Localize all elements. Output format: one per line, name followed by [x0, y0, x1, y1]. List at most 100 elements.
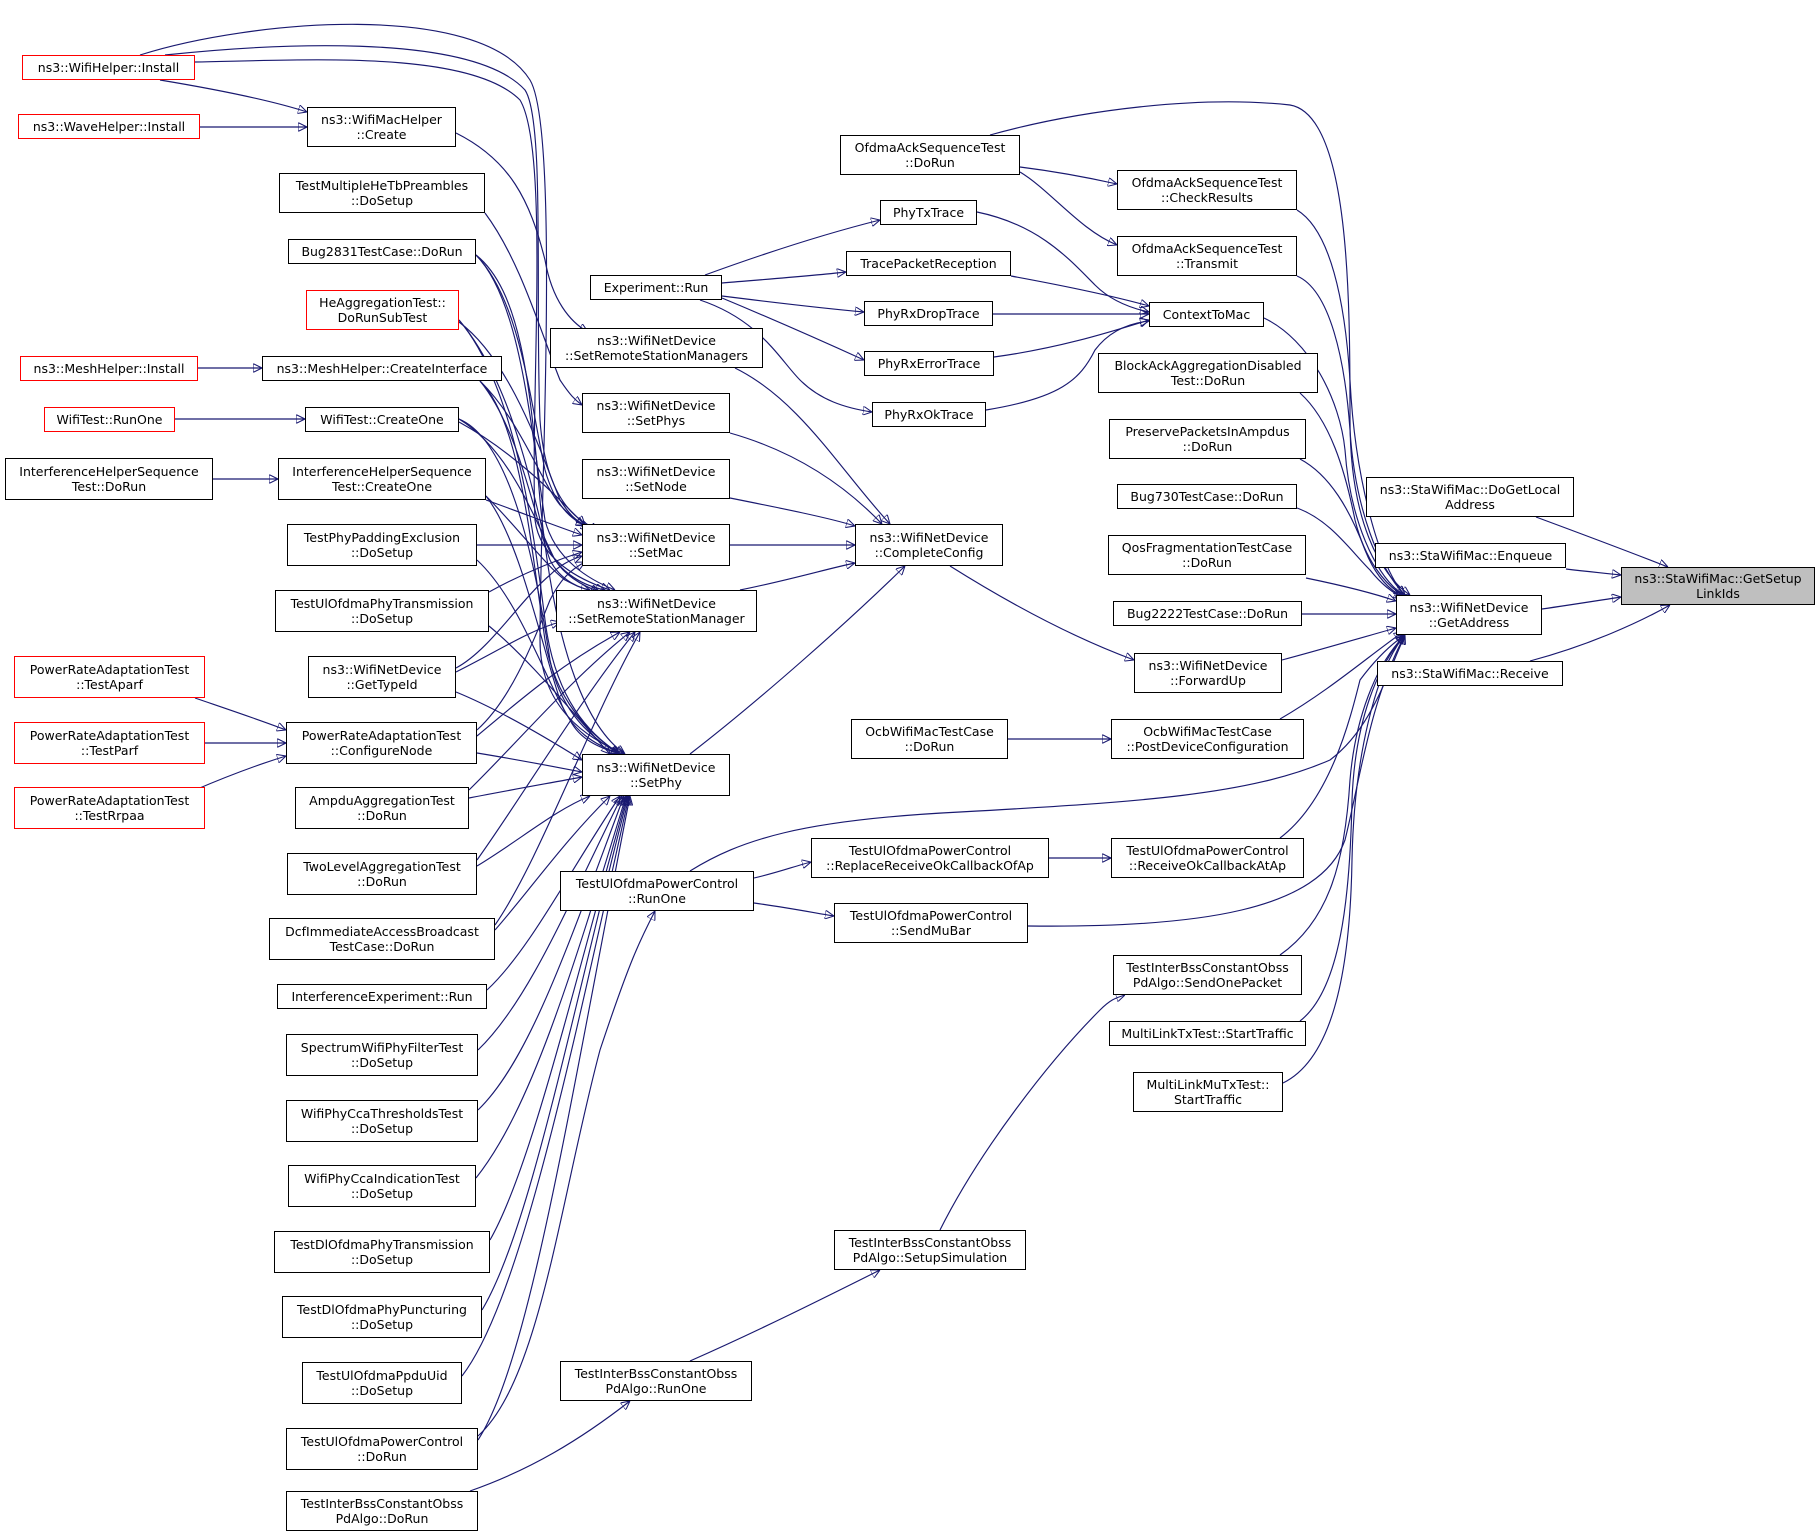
node-label: ns3::StaWifiMac::Enqueue [1388, 548, 1553, 563]
node-ofdmadorun[interactable]: OfdmaAckSequenceTest::DoRun [840, 135, 1020, 175]
node-label: TestDlOfdmaPhyTransmission::DoSetup [290, 1237, 474, 1267]
node-ccathresholds[interactable]: WifiPhyCcaThresholdsTest::DoSetup [286, 1100, 478, 1142]
node-phyrxdrop[interactable]: PhyRxDropTrace [864, 301, 993, 326]
node-wifimachelper[interactable]: ns3::WifiMacHelper::Create [307, 107, 456, 147]
node-ulofdmaphytx[interactable]: TestUlOfdmaPhyTransmission::DoSetup [275, 590, 489, 632]
node-label: OfdmaAckSequenceTest::CheckResults [1131, 175, 1283, 205]
node-label: ns3::WifiNetDevice::CompleteConfig [869, 530, 989, 560]
node-multilinkmu[interactable]: MultiLinkMuTxTest::StartTraffic [1133, 1072, 1283, 1112]
node-ofdmacheck[interactable]: OfdmaAckSequenceTest::CheckResults [1117, 170, 1297, 210]
node-completeconfig[interactable]: ns3::WifiNetDevice::CompleteConfig [855, 524, 1003, 566]
node-label: ns3::WifiNetDevice::SetRemoteStationMana… [568, 596, 745, 626]
node-label: Bug730TestCase::DoRun [1130, 489, 1284, 504]
node-gettypeid[interactable]: ns3::WifiNetDevice::GetTypeId [308, 656, 456, 698]
node-setphys[interactable]: ns3::WifiNetDevice::SetPhys [582, 393, 730, 433]
node-label: PhyRxDropTrace [877, 306, 980, 321]
node-wavehelperinstall[interactable]: ns3::WaveHelper::Install [18, 114, 200, 139]
edge-ofdmadorun-ofdmacheck [1019, 166, 1117, 184]
node-wifitestrunone[interactable]: WifiTest::RunOne [44, 407, 175, 432]
node-multiplehetb[interactable]: TestMultipleHeTbPreambles::DoSetup [279, 173, 485, 213]
node-multilinktx[interactable]: MultiLinkTxTest::StartTraffic [1109, 1021, 1306, 1046]
node-ulpowerrunone[interactable]: TestUlOfdmaPowerControl::RunOne [560, 871, 754, 911]
node-forwardup[interactable]: ns3::WifiNetDevice::ForwardUp [1134, 653, 1282, 693]
edge-ulpowerrunone-ulpowersendmubar [753, 902, 834, 916]
node-setremotemanager[interactable]: ns3::WifiNetDevice::SetRemoteStationMana… [556, 590, 757, 632]
node-twolevelagg[interactable]: TwoLevelAggregationTest::DoRun [287, 853, 477, 895]
node-ocbpost[interactable]: OcbWifiMacTestCase::PostDeviceConfigurat… [1111, 719, 1304, 759]
node-testparf[interactable]: PowerRateAdaptationTest::TestParf [14, 722, 205, 764]
node-testaparf[interactable]: PowerRateAdaptationTest::TestAparf [14, 656, 205, 698]
node-meshcreateinterface[interactable]: ns3::MeshHelper::CreateInterface [262, 356, 502, 381]
node-ampduagg[interactable]: AmpduAggregationTest::DoRun [295, 787, 469, 829]
node-bug730[interactable]: Bug730TestCase::DoRun [1117, 484, 1297, 509]
node-label: TwoLevelAggregationTest::DoRun [303, 859, 461, 889]
node-preserve[interactable]: PreservePacketsInAmpdus::DoRun [1109, 419, 1306, 459]
edge-interbsssetup-interbsssend [939, 995, 1125, 1231]
node-exprun[interactable]: Experiment::Run [590, 275, 722, 300]
node-ulpowerreceive[interactable]: TestUlOfdmaPowerControl::ReceiveOkCallba… [1111, 838, 1304, 878]
edge-wifitestcreateone-setremotemanager [458, 418, 600, 592]
node-phytx[interactable]: PhyTxTrace [880, 200, 977, 225]
node-bug2222[interactable]: Bug2222TestCase::DoRun [1113, 601, 1302, 626]
node-ocbdorun[interactable]: OcbWifiMacTestCase::DoRun [851, 719, 1008, 759]
node-testrrpaa[interactable]: PowerRateAdaptationTest::TestRrpaa [14, 787, 205, 829]
edge-testrrpaa-configurenode [194, 756, 286, 791]
node-label: PhyTxTrace [892, 205, 965, 220]
edge-gettypeid-setphy [455, 691, 582, 760]
node-interferenceexp[interactable]: InterferenceExperiment::Run [277, 984, 487, 1009]
edge-ampduagg-setphy [468, 777, 582, 799]
node-receive[interactable]: ns3::StaWifiMac::Receive [1377, 661, 1563, 686]
edge-exprun-tracepacket [721, 272, 846, 284]
node-setmac[interactable]: ns3::WifiNetDevice::SetMac [582, 524, 730, 566]
node-configurenode[interactable]: PowerRateAdaptationTest::ConfigureNode [286, 722, 477, 764]
node-label: WifiPhyCcaThresholdsTest::DoSetup [300, 1106, 464, 1136]
node-ulpowerreplace[interactable]: TestUlOfdmaPowerControl::ReplaceReceiveO… [811, 838, 1049, 878]
node-tracepacket[interactable]: TracePacketReception [846, 251, 1011, 276]
edge-ihseqcreateone-setphy [485, 495, 620, 754]
node-ulofdmappdu[interactable]: TestUlOfdmaPpduUid::DoSetup [302, 1362, 462, 1404]
node-ulpowerdorun[interactable]: TestUlOfdmaPowerControl::DoRun [286, 1428, 478, 1470]
node-phypadding[interactable]: TestPhyPaddingExclusion::DoSetup [287, 524, 477, 566]
node-phyrxerror[interactable]: PhyRxErrorTrace [864, 351, 994, 376]
edge-wifihelperinstall-setphy [139, 23, 625, 754]
edge-completeconfig-forwardup [949, 565, 1134, 660]
node-ccaindication[interactable]: WifiPhyCcaIndicationTest::DoSetup [288, 1165, 476, 1207]
node-ofdmatransmit[interactable]: OfdmaAckSequenceTest::Transmit [1117, 236, 1297, 276]
node-ulpowersendmubar[interactable]: TestUlOfdmaPowerControl::SendMuBar [834, 903, 1028, 943]
node-qosfrag[interactable]: QosFragmentationTestCase::DoRun [1108, 535, 1306, 575]
edge-wifihelperinstall-wifimachelper [159, 79, 307, 112]
node-heaggregation[interactable]: HeAggregationTest::DoRunSubTest [306, 290, 459, 330]
edge-ulpowerdorun-ulpowerrunone [477, 911, 655, 1437]
node-setnode[interactable]: ns3::WifiNetDevice::SetNode [582, 459, 730, 499]
node-enqueue[interactable]: ns3::StaWifiMac::Enqueue [1375, 543, 1566, 568]
node-setremotemanagers[interactable]: ns3::WifiNetDevice::SetRemoteStationMana… [550, 328, 763, 368]
node-setphy[interactable]: ns3::WifiNetDevice::SetPhy [582, 754, 730, 796]
node-label: Experiment::Run [603, 280, 709, 295]
edge-phyrxerror-contexttomac [993, 320, 1149, 358]
edge-testaparf-configurenode [194, 697, 286, 730]
node-phyrxok[interactable]: PhyRxOkTrace [872, 402, 986, 427]
node-label: ns3::WifiNetDevice::SetRemoteStationMana… [565, 333, 748, 363]
node-meshhelperinstall[interactable]: ns3::MeshHelper::Install [20, 356, 198, 381]
node-bug2831[interactable]: Bug2831TestCase::DoRun [288, 239, 476, 264]
node-wifihelperinstall[interactable]: ns3::WifiHelper::Install [22, 55, 195, 80]
edge-meshcreateinterface-setphy [479, 380, 620, 754]
node-spectrumfilter[interactable]: SpectrumWifiPhyFilterTest::DoSetup [286, 1034, 478, 1076]
node-dlofdmaphytx[interactable]: TestDlOfdmaPhyTransmission::DoSetup [274, 1231, 490, 1273]
node-dlofdmapunct[interactable]: TestDlOfdmaPhyPuncturing::DoSetup [282, 1296, 482, 1338]
node-wifitestcreateone[interactable]: WifiTest::CreateOne [305, 407, 459, 432]
node-contexttomac[interactable]: ContextToMac [1149, 302, 1264, 327]
node-getaddress[interactable]: ns3::WifiNetDevice::GetAddress [1396, 595, 1542, 635]
node-label: MultiLinkMuTxTest::StartTraffic [1146, 1077, 1270, 1107]
